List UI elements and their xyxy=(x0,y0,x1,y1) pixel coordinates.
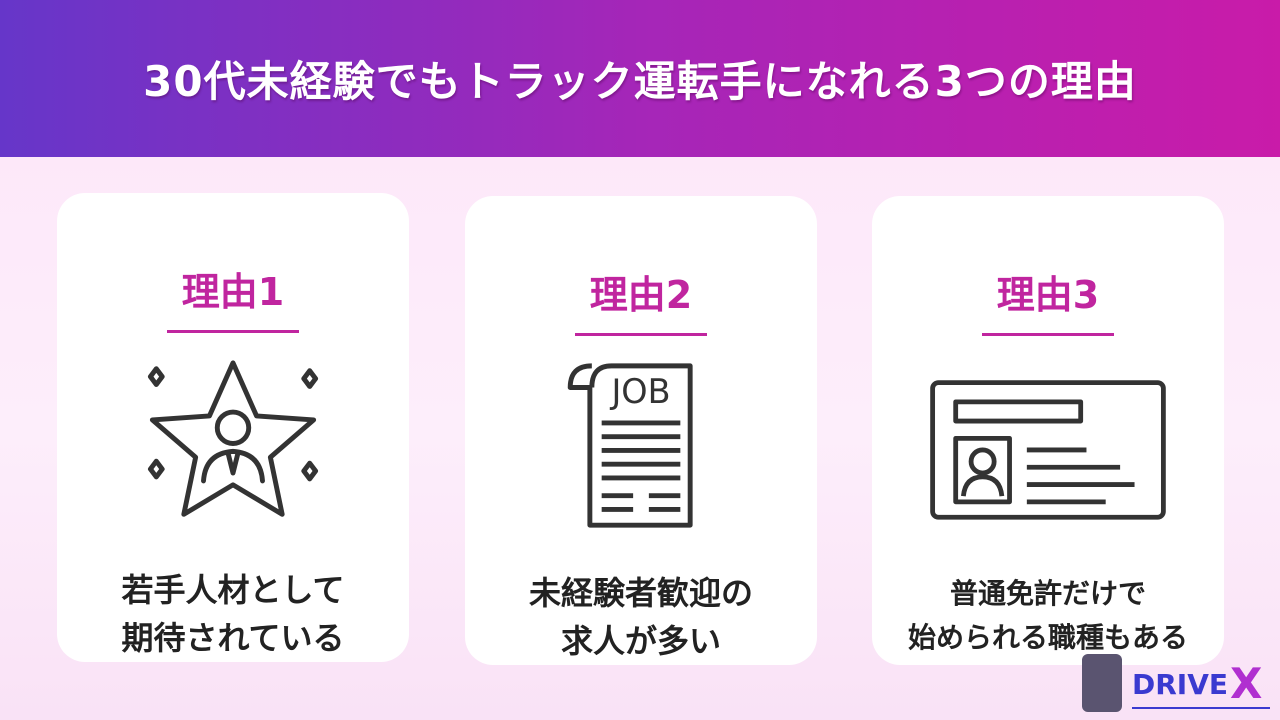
reason-label: 理由3 xyxy=(982,264,1114,336)
description-line: 普通免許だけで xyxy=(949,577,1146,610)
svg-text:DRIVE: DRIVE xyxy=(1132,668,1228,701)
page-title: 30代未経験でもトラック運転手になれる3つの理由 xyxy=(143,57,1137,106)
reason-label: 理由2 xyxy=(575,264,707,336)
reason-card-1: 理由1 若手人材として 期待されている xyxy=(57,193,409,662)
star-person-icon xyxy=(147,360,319,517)
license-card-icon xyxy=(930,380,1166,520)
reason-description: 未経験者歓迎の 求人が多い xyxy=(529,569,753,665)
job-newspaper-icon: JOB xyxy=(567,363,693,528)
reason-card-3: 理由3 普通免許だけで 始められる職種もある xyxy=(872,196,1224,665)
svg-text:X: X xyxy=(1230,659,1262,708)
description-line: 始められる職種もある xyxy=(907,621,1188,654)
reason-label: 理由1 xyxy=(167,261,299,333)
description-line: 未経験者歓迎の xyxy=(528,574,753,612)
header-banner: 30代未経験でもトラック運転手になれる3つの理由 xyxy=(0,0,1280,157)
description-line: 若手人材として xyxy=(121,571,345,609)
description-line: 期待されている xyxy=(121,619,345,657)
description-line: 求人が多い xyxy=(560,622,721,660)
reason-description: 普通免許だけで 始められる職種もある xyxy=(908,572,1188,660)
reason-card-2: 理由2 JOB 未経験者歓迎の 求人が多い xyxy=(465,196,817,665)
job-text: JOB xyxy=(609,372,670,411)
drive-x-logo: DRIVE X xyxy=(1082,654,1270,712)
reason-description: 若手人材として 期待されている xyxy=(121,566,344,662)
